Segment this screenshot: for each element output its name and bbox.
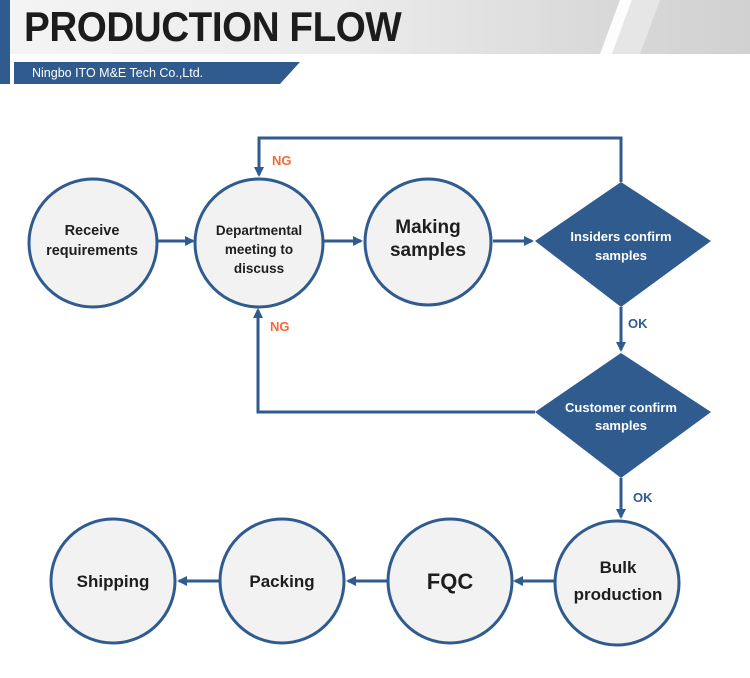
header-decor-stripes	[600, 0, 660, 54]
node-insiders-label-2: samples	[595, 248, 647, 263]
node-customer-label-2: samples	[595, 418, 647, 433]
node-shipping-label: Shipping	[77, 572, 150, 591]
node-making-label-1: Making	[395, 217, 460, 238]
subtitle-band	[14, 62, 300, 84]
node-receive-label-1: Receive	[65, 223, 120, 239]
node-meeting-label-3: discuss	[234, 261, 284, 276]
accent-bar	[0, 0, 10, 84]
node-bulk-label-2: production	[574, 585, 663, 604]
edge-label-ok-customer: OK	[633, 490, 653, 505]
node-insiders-label-1: Insiders confirm	[570, 229, 671, 244]
node-receive-label-2: requirements	[46, 243, 138, 259]
node-meeting-label-1: Departmental	[216, 223, 302, 238]
node-bulk	[553, 519, 681, 647]
node-fqc	[386, 517, 514, 645]
node-meeting	[193, 177, 325, 309]
node-insiders	[535, 182, 711, 307]
edge-customer-meeting-ng	[253, 308, 535, 414]
node-bulk-label-1: Bulk	[600, 558, 637, 577]
node-shipping	[49, 517, 177, 645]
edges	[158, 136, 626, 586]
node-customer	[535, 353, 711, 478]
edge-label-ng-top: NG	[272, 153, 292, 168]
edge-label-ok-insiders: OK	[628, 316, 648, 331]
node-making	[363, 177, 493, 307]
page-title: PRODUCTION FLOW	[24, 3, 402, 50]
node-customer-label-1: Customer confirm	[565, 400, 677, 415]
node-packing	[218, 517, 346, 645]
node-fqc-label: FQC	[427, 569, 474, 594]
company-name: Ningbo ITO M&E Tech Co.,Ltd.	[32, 66, 204, 80]
edge-label-ng-bottom: NG	[270, 319, 290, 334]
node-meeting-label-2: meeting to	[225, 242, 293, 257]
edge-insiders-meeting-ng	[254, 136, 623, 182]
node-receive	[27, 177, 159, 309]
node-packing-label: Packing	[249, 572, 314, 591]
node-making-label-2: samples	[390, 240, 466, 261]
